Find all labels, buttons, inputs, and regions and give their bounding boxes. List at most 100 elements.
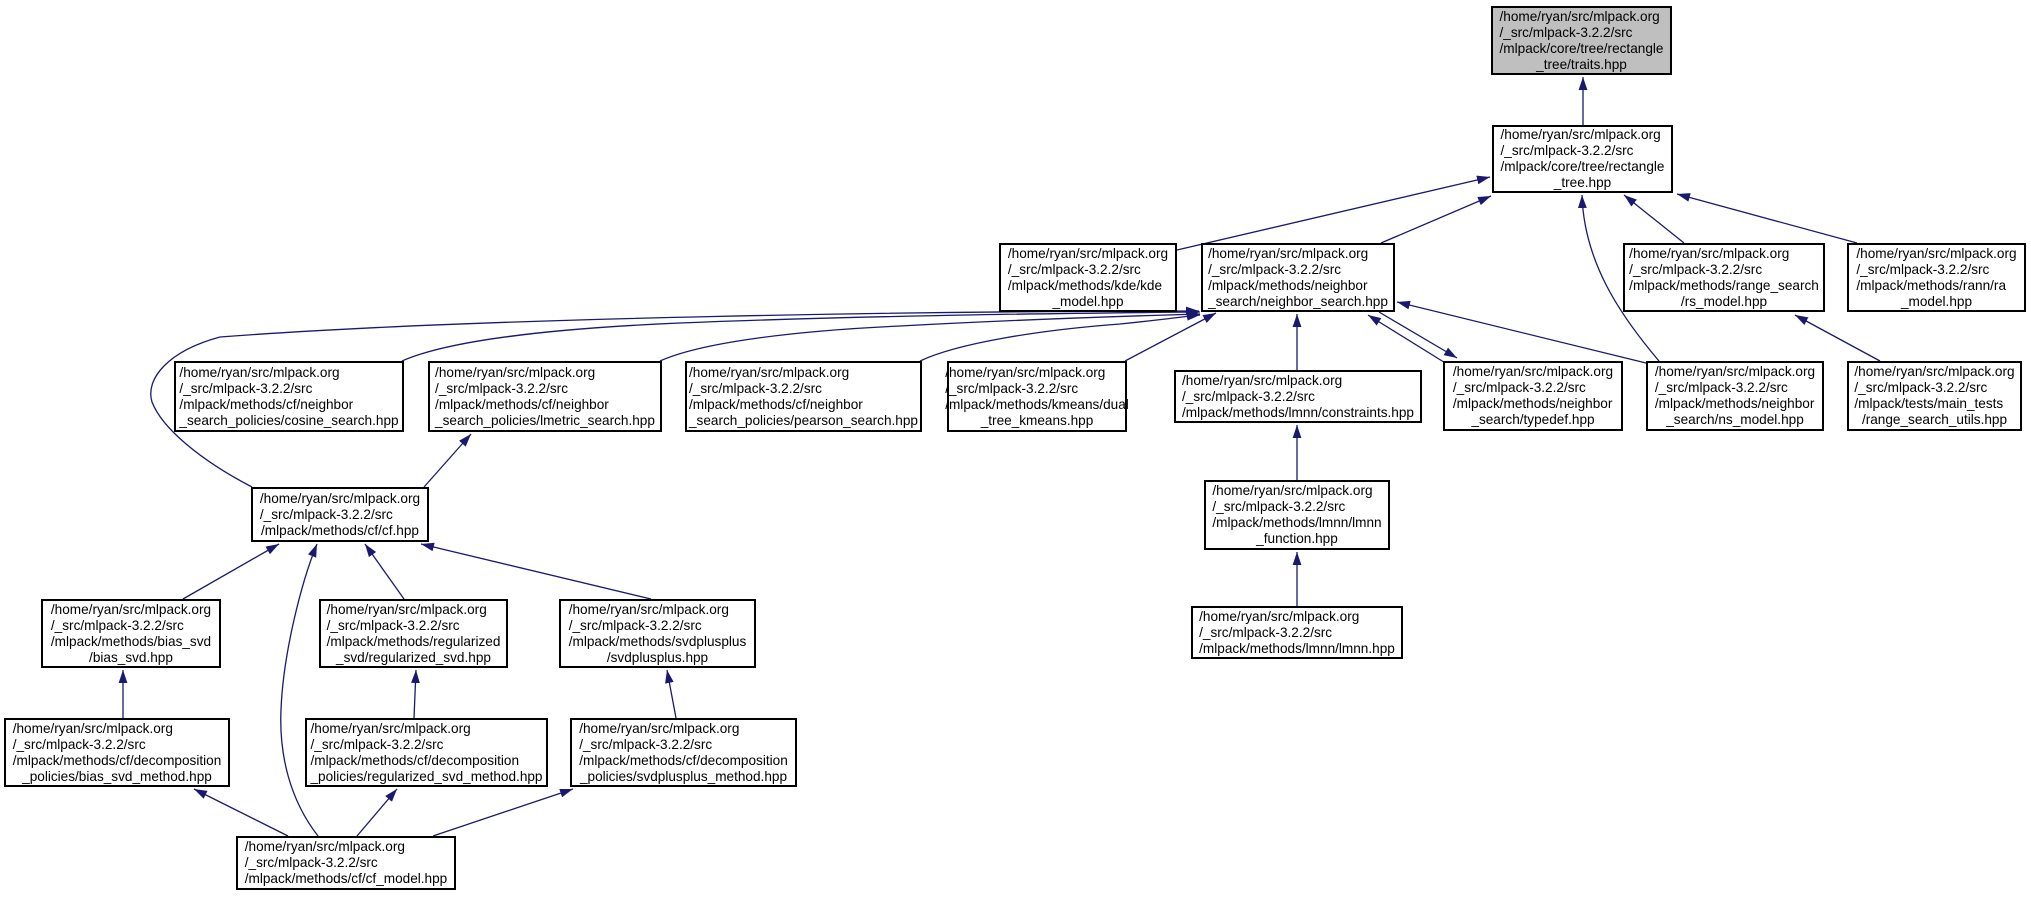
node-label-line: /mlpack/methods/neighbor bbox=[1452, 396, 1613, 411]
node-kde-model[interactable]: /home/ryan/src/mlpack.org/_src/mlpack-3.… bbox=[999, 243, 1177, 312]
node-label-line: /home/ryan/src/mlpack.org bbox=[1452, 364, 1614, 379]
node-bias-svd-method[interactable]: /home/ryan/src/mlpack.org/_src/mlpack-3.… bbox=[4, 718, 230, 787]
node-label-line: /_src/mlpack-3.2.2/src bbox=[568, 617, 702, 633]
node-label-line: /_src/mlpack-3.2.2/src bbox=[1654, 380, 1788, 395]
node-label-line: /_src/mlpack-3.2.2/src bbox=[1500, 143, 1634, 158]
node-label: /home/ryan/src/mlpack.org/_src/mlpack-3.… bbox=[179, 365, 398, 429]
node-regularized-svd[interactable]: /home/ryan/src/mlpack.org/_src/mlpack-3.… bbox=[319, 599, 508, 668]
node-label-line: /_src/mlpack-3.2.2/src bbox=[12, 736, 146, 752]
node-label-line: /home/ryan/src/mlpack.org bbox=[1629, 245, 1790, 261]
node-label: /home/ryan/src/mlpack.org/_src/mlpack-3.… bbox=[1629, 246, 1819, 310]
node-label-line: /mlpack/methods/cf/decomposition bbox=[310, 752, 520, 768]
node-label-line: _function.hpp bbox=[1256, 531, 1338, 546]
edge-svdplusplus-to-cf bbox=[420, 542, 652, 600]
node-label-line: /mlpack/methods/cf/decomposition bbox=[579, 752, 788, 768]
node-label-line: /_src/mlpack-3.2.2/src bbox=[1499, 24, 1633, 40]
node-range-search-utils[interactable]: /home/ryan/src/mlpack.org/_src/mlpack-3.… bbox=[1847, 361, 2022, 431]
edge-ns-model-to-rectangle-tree bbox=[1577, 194, 1660, 362]
edge-cf-model-to-svdplusplus-method bbox=[432, 788, 574, 837]
node-label-line: /home/ryan/src/mlpack.org bbox=[1499, 8, 1660, 24]
node-lmetric-search[interactable]: /home/ryan/src/mlpack.org/_src/mlpack-3.… bbox=[428, 361, 662, 432]
node-cosine-search[interactable]: /home/ryan/src/mlpack.org/_src/mlpack-3.… bbox=[174, 361, 404, 432]
node-label-line: /range_search_utils.hpp bbox=[1861, 412, 2008, 427]
node-svdplusplus[interactable]: /home/ryan/src/mlpack.org/_src/mlpack-3.… bbox=[559, 599, 756, 668]
node-neighbor-search[interactable]: /home/ryan/src/mlpack.org/_src/mlpack-3.… bbox=[1201, 243, 1395, 312]
edge-lmetric-search-to-neighbor-search bbox=[659, 309, 1201, 362]
node-label-line: _search_policies/pearson_search.hpp bbox=[689, 412, 918, 428]
node-label-line: /home/ryan/src/mlpack.org bbox=[1500, 127, 1661, 142]
node-rs-model[interactable]: /home/ryan/src/mlpack.org/_src/mlpack-3.… bbox=[1623, 243, 1825, 312]
node-label: /home/ryan/src/mlpack.org/_src/mlpack-3.… bbox=[689, 365, 918, 429]
edge-pearson-search-to-neighbor-search bbox=[919, 311, 1201, 362]
node-label-line: /mlpack/core/tree/rectangle bbox=[1499, 40, 1664, 56]
node-label-line: _search/ns_model.hpp bbox=[1666, 412, 1804, 427]
node-label-line: _search_policies/cosine_search.hpp bbox=[179, 412, 399, 428]
node-label-line: _tree.hpp bbox=[1553, 175, 1612, 190]
node-regularized-svd-method[interactable]: /home/ryan/src/mlpack.org/_src/mlpack-3.… bbox=[305, 718, 548, 787]
node-label-line: /home/ryan/src/mlpack.org bbox=[1007, 245, 1169, 261]
node-label-line: /_src/mlpack-3.2.2/src bbox=[1452, 380, 1586, 395]
node-label-line: _search/typedef.hpp bbox=[1471, 412, 1595, 427]
edge-neighbor-search-to-rectangle-tree bbox=[1380, 195, 1492, 244]
node-label-line: /mlpack/core/tree/rectangle bbox=[1500, 159, 1665, 174]
node-label-line: /mlpack/methods/svdplusplus bbox=[568, 633, 747, 649]
edge-regularized-svd-to-cf bbox=[364, 543, 405, 600]
node-bias-svd[interactable]: /home/ryan/src/mlpack.org/_src/mlpack-3.… bbox=[41, 599, 221, 668]
node-label-line: _search/neighbor_search.hpp bbox=[1208, 293, 1388, 309]
node-constraints[interactable]: /home/ryan/src/mlpack.org/_src/mlpack-3.… bbox=[1174, 370, 1422, 423]
node-label-line: /home/ryan/src/mlpack.org bbox=[579, 720, 740, 736]
node-label-line: /mlpack/methods/neighbor bbox=[1208, 277, 1368, 293]
node-ns-model[interactable]: /home/ryan/src/mlpack.org/_src/mlpack-3.… bbox=[1646, 361, 1824, 431]
node-label-line: _model.hpp bbox=[1052, 293, 1124, 309]
node-label-line: /home/ryan/src/mlpack.org bbox=[244, 839, 405, 854]
node-label-line: _model.hpp bbox=[1900, 293, 1973, 309]
node-label-line: /home/ryan/src/mlpack.org bbox=[310, 720, 471, 736]
node-label-line: /_src/mlpack-3.2.2/src bbox=[1212, 499, 1346, 514]
node-label: /home/ryan/src/mlpack.org/_src/mlpack-3.… bbox=[579, 721, 788, 785]
node-cf-model[interactable]: /home/ryan/src/mlpack.org/_src/mlpack-3.… bbox=[236, 836, 456, 890]
node-label-line: /mlpack/methods/cf/decomposition bbox=[12, 752, 222, 768]
node-label-line: /_src/mlpack-3.2.2/src bbox=[1199, 624, 1333, 640]
node-label-line: /mlpack/methods/cf/neighbor bbox=[689, 396, 863, 412]
node-label-line: /_src/mlpack-3.2.2/src bbox=[310, 736, 444, 752]
node-label-line: /home/ryan/src/mlpack.org bbox=[1654, 364, 1816, 379]
node-label-line: /_src/mlpack-3.2.2/src bbox=[689, 380, 822, 396]
node-rectangle-tree[interactable]: /home/ryan/src/mlpack.org/_src/mlpack-3.… bbox=[1492, 125, 1673, 193]
node-label-line: /svdplusplus.hpp bbox=[606, 649, 709, 665]
node-label-line: /_src/mlpack-3.2.2/src bbox=[579, 736, 713, 752]
node-label-line: /_src/mlpack-3.2.2/src bbox=[1208, 261, 1342, 277]
node-traits: /home/ryan/src/mlpack.org/_src/mlpack-3.… bbox=[1491, 6, 1672, 75]
node-typedef[interactable]: /home/ryan/src/mlpack.org/_src/mlpack-3.… bbox=[1443, 361, 1623, 431]
node-label-line: /_src/mlpack-3.2.2/src bbox=[50, 617, 184, 633]
node-dual-tree-kmeans[interactable]: /home/ryan/src/mlpack.org/_src/mlpack-3.… bbox=[945, 361, 1129, 432]
node-pearson-search[interactable]: /home/ryan/src/mlpack.org/_src/mlpack-3.… bbox=[685, 361, 922, 432]
node-label-line: /mlpack/methods/lmnn/lmnn.hpp bbox=[1199, 640, 1395, 656]
node-label-line: _policies/regularized_svd_method.hpp bbox=[310, 768, 543, 784]
node-label-line: /_src/mlpack-3.2.2/src bbox=[1182, 388, 1315, 404]
node-label: /home/ryan/src/mlpack.org/_src/mlpack-3.… bbox=[245, 839, 448, 887]
node-label: /home/ryan/src/mlpack.org/_src/mlpack-3.… bbox=[1856, 246, 2016, 310]
node-label-line: /mlpack/methods/cf/cf_model.hpp bbox=[244, 871, 448, 886]
node-label-line: /home/ryan/src/mlpack.org bbox=[1856, 245, 2017, 261]
node-svdplusplus-method[interactable]: /home/ryan/src/mlpack.org/_src/mlpack-3.… bbox=[570, 718, 797, 787]
node-label: /home/ryan/src/mlpack.org/_src/mlpack-3.… bbox=[1655, 364, 1815, 428]
node-label: /home/ryan/src/mlpack.org/_src/mlpack-3.… bbox=[1182, 373, 1414, 421]
node-ra-model[interactable]: /home/ryan/src/mlpack.org/_src/mlpack-3.… bbox=[1847, 243, 2026, 312]
node-label: /home/ryan/src/mlpack.org/_src/mlpack-3.… bbox=[1008, 246, 1168, 310]
node-cf[interactable]: /home/ryan/src/mlpack.org/_src/mlpack-3.… bbox=[251, 487, 429, 542]
edge-svdplusplus-method-to-svdplusplus bbox=[665, 669, 677, 719]
node-lmnn-function[interactable]: /home/ryan/src/mlpack.org/_src/mlpack-3.… bbox=[1204, 480, 1390, 550]
edge-cf-model-to-bias-svd-method bbox=[193, 788, 289, 837]
node-label-line: /_src/mlpack-3.2.2/src bbox=[244, 855, 378, 870]
node-label-line: /mlpack/tests/main_tests bbox=[1854, 396, 2004, 411]
edge-ra-model-to-rectangle-tree bbox=[1676, 193, 1858, 244]
node-label-line: /mlpack/methods/kmeans/dual bbox=[945, 396, 1129, 412]
node-label-line: /home/ryan/src/mlpack.org bbox=[179, 364, 340, 380]
node-label-line: /_src/mlpack-3.2.2/src bbox=[1854, 380, 1988, 395]
node-label: /home/ryan/src/mlpack.org/_src/mlpack-3.… bbox=[435, 365, 655, 429]
node-label-line: /home/ryan/src/mlpack.org bbox=[326, 601, 487, 617]
node-lmnn[interactable]: /home/ryan/src/mlpack.org/_src/mlpack-3.… bbox=[1191, 606, 1403, 659]
node-label-line: /mlpack/methods/kde/kde bbox=[1007, 277, 1163, 293]
